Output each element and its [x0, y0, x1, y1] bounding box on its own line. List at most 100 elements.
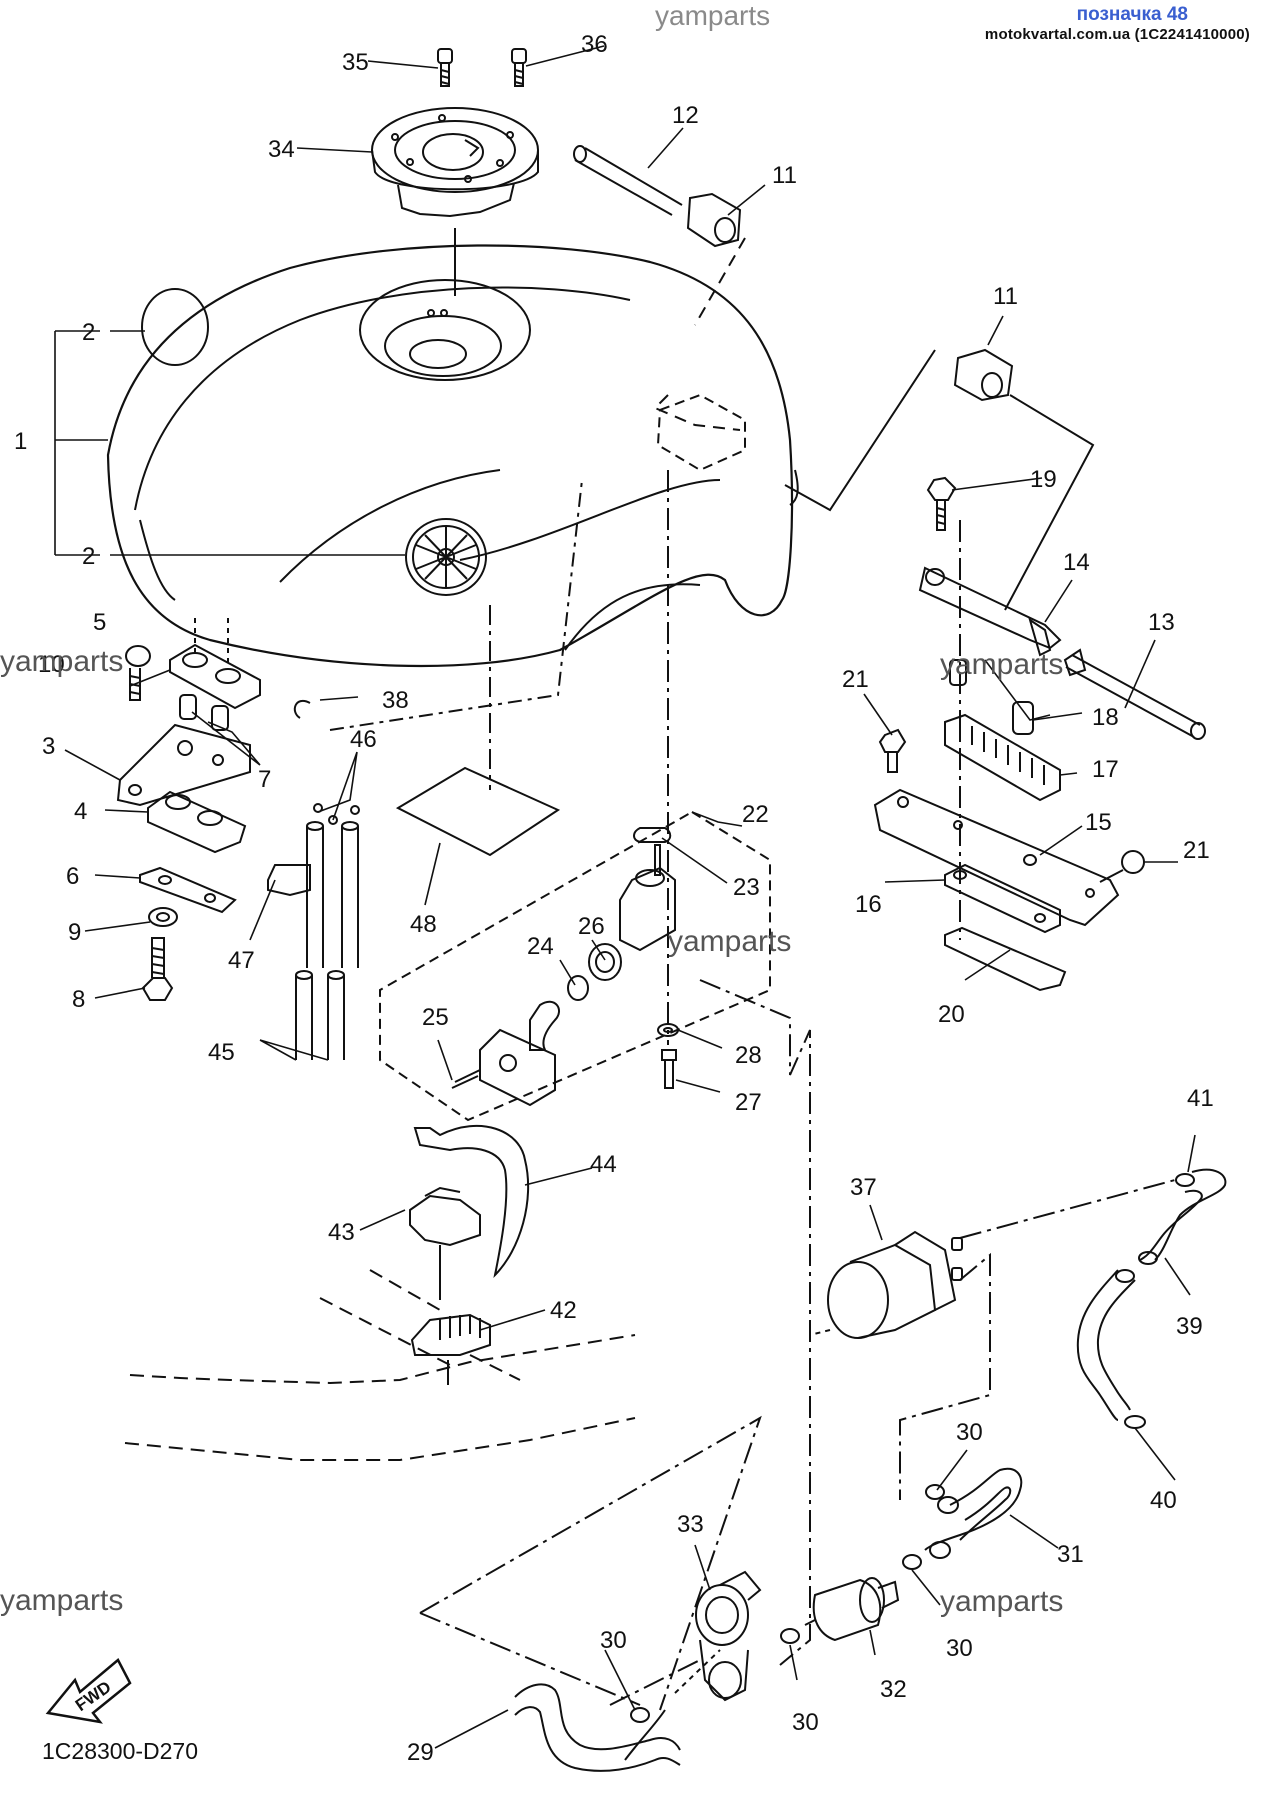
fuel-cock [451, 827, 676, 1107]
clip-38 [293, 700, 311, 719]
callout-7: 7 [258, 766, 271, 793]
callout-20: 20 [938, 1001, 965, 1028]
bolt-10 [125, 645, 151, 701]
callout-31: 31 [1057, 1541, 1084, 1568]
callout-43: 43 [328, 1219, 355, 1246]
watermark-top: yamparts [655, 0, 771, 31]
callout-32: 32 [880, 1676, 907, 1703]
hose-31 [924, 1467, 1023, 1559]
hose-39 [1076, 1168, 1227, 1421]
callout-29: 29 [407, 1739, 434, 1766]
fuel-cock-group [379, 810, 771, 1122]
bolt-36 [511, 48, 527, 87]
watermark: yamparts [668, 925, 792, 958]
bracket-15 [873, 788, 1120, 927]
callout-14: 14 [1063, 549, 1090, 576]
callout-37: 37 [850, 1174, 877, 1201]
clamp-41 [1175, 1173, 1195, 1187]
side-emblem [141, 288, 209, 366]
callout-18: 18 [1092, 704, 1119, 731]
damper-11-right [953, 348, 1014, 402]
damper-17 [944, 713, 1061, 802]
clamp-40 [1124, 1415, 1146, 1429]
callout-8: 8 [72, 986, 85, 1013]
callout-19: 19 [1030, 466, 1057, 493]
fuel-cap [371, 107, 539, 218]
watermark: yamparts [940, 648, 1064, 681]
damper-42 [410, 1313, 491, 1356]
callout-labels: 1 2 2 3 4 5 6 7 8 9 10 11 11 12 13 14 15… [14, 31, 1214, 1766]
callout-16: 16 [855, 891, 882, 918]
callout-30: 30 [792, 1709, 819, 1736]
bracket-14 [918, 566, 1062, 657]
callout-36: 36 [581, 31, 608, 58]
hose-12 [573, 145, 683, 216]
bolt-13 [1063, 648, 1206, 740]
tank-emblem [405, 518, 487, 596]
fuel-filter [804, 1577, 900, 1642]
callout-46: 46 [350, 726, 377, 753]
callout-6: 6 [66, 863, 79, 890]
callout-21: 21 [842, 666, 869, 693]
oring-24 [567, 975, 589, 1001]
callout-10: 10 [38, 651, 65, 678]
band-44 [413, 1125, 530, 1279]
damper-11-top [686, 192, 742, 248]
callout-34: 34 [268, 136, 295, 163]
callout-17: 17 [1092, 756, 1119, 783]
fwd-arrow-icon: FWD [45, 1658, 132, 1724]
diagram-code: 1C28300-D270 [42, 1738, 199, 1764]
callout-21: 21 [1183, 837, 1210, 864]
header-title[interactable]: позначка 48 [1076, 4, 1188, 25]
clamp-47 [267, 864, 311, 897]
callout-44: 44 [590, 1151, 617, 1178]
fuel-tank [106, 244, 799, 668]
collar-7 [179, 694, 229, 731]
fuel-pump [827, 1230, 963, 1339]
clamps-30 [630, 1484, 945, 1723]
bolt-27 [661, 1049, 677, 1089]
watermark: yamparts [0, 1584, 124, 1617]
callout-40: 40 [1150, 1487, 1177, 1514]
callout-45: 45 [208, 1039, 235, 1066]
callout-41: 41 [1187, 1085, 1214, 1112]
callout-26: 26 [578, 913, 605, 940]
callout-30: 30 [600, 1627, 627, 1654]
callout-22: 22 [742, 801, 769, 828]
header-site[interactable]: motokvartal.com.ua (1C2241410000) [984, 26, 1250, 43]
bolt-21-right [1099, 850, 1145, 883]
hose-29 [514, 1683, 681, 1772]
washer-9 [148, 907, 178, 927]
bracket-3 [116, 723, 251, 807]
callout-42: 42 [550, 1297, 577, 1324]
bolt-35 [437, 48, 453, 87]
callout-35: 35 [342, 49, 369, 76]
holder-33 [695, 1570, 762, 1702]
callout-2: 2 [82, 319, 95, 346]
callout-1: 1 [14, 428, 27, 455]
callout-33: 33 [677, 1511, 704, 1538]
plate-20 [944, 926, 1067, 992]
fwd-label: FWD [72, 1677, 115, 1715]
lever-26 [529, 1000, 560, 1051]
callout-48: 48 [410, 911, 437, 938]
callout-5: 5 [93, 609, 106, 636]
hidden-mount [653, 237, 746, 431]
damper-5 [169, 643, 261, 710]
callout-3: 3 [42, 733, 55, 760]
callout-47: 47 [228, 947, 255, 974]
callout-38: 38 [382, 687, 409, 714]
callout-25: 25 [422, 1004, 449, 1031]
callout-11: 11 [993, 283, 1018, 310]
collar-18 [949, 659, 1034, 735]
callout-39: 39 [1176, 1313, 1203, 1340]
watermark: yamparts [0, 645, 124, 678]
callout-13: 13 [1148, 609, 1175, 636]
callout-12: 12 [672, 102, 699, 129]
pad-48 [395, 766, 561, 857]
damper-43 [409, 1186, 481, 1247]
watermark: yamparts [940, 1585, 1064, 1618]
callout-30: 30 [946, 1635, 973, 1662]
hoses-45 [295, 821, 359, 1060]
